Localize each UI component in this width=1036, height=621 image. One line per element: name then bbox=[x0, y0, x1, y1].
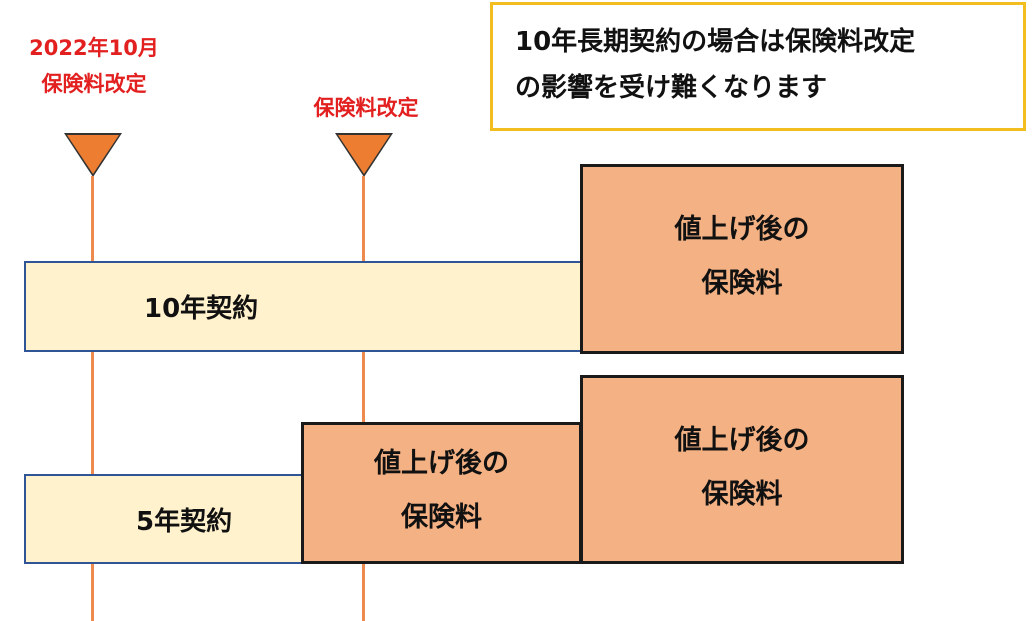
after-premium-line-2: 保険料 bbox=[701, 268, 783, 299]
after-premium-box: 値上げ後の 保険料 bbox=[580, 164, 904, 354]
after-premium-box: 値上げ後の 保険料 bbox=[580, 375, 904, 564]
after-premium-line-1: 値上げ後の bbox=[374, 448, 509, 479]
callout-text-line-1: 10年長期契約の場合は保険料改定 bbox=[515, 27, 916, 57]
callout-box: 10年長期契約の場合は保険料改定 の影響を受け難くなります bbox=[490, 2, 1026, 131]
revision-date: 2022年10月 bbox=[29, 36, 159, 60]
contract-label: 10年契約 bbox=[144, 294, 259, 324]
revision-title: 保険料改定 bbox=[41, 72, 147, 96]
revision-label-1: 2022年10月 保険料改定 bbox=[24, 30, 164, 102]
callout-text-line-2: の影響を受け難くなります bbox=[515, 73, 828, 103]
revision-title: 保険料改定 bbox=[313, 96, 419, 120]
after-premium-line-1: 値上げ後の bbox=[674, 214, 810, 245]
revision-label-2: 保険料改定 bbox=[286, 90, 446, 126]
timeline-line-2 bbox=[362, 176, 365, 621]
contract-label: 5年契約 bbox=[136, 506, 233, 537]
after-premium-box: 値上げ後の 保険料 bbox=[301, 422, 582, 564]
revision-marker-2-fill bbox=[338, 135, 390, 174]
contract-bar-5-year: 5年契約 bbox=[24, 474, 304, 564]
timeline-line-1 bbox=[91, 176, 94, 621]
contract-bar-10-year: 10年契約 bbox=[24, 261, 582, 352]
after-premium-line-2: 保険料 bbox=[701, 479, 783, 510]
after-premium-line-1: 値上げ後の bbox=[674, 425, 810, 456]
after-premium-line-2: 保険料 bbox=[401, 502, 482, 533]
revision-marker-1-fill bbox=[67, 135, 119, 174]
